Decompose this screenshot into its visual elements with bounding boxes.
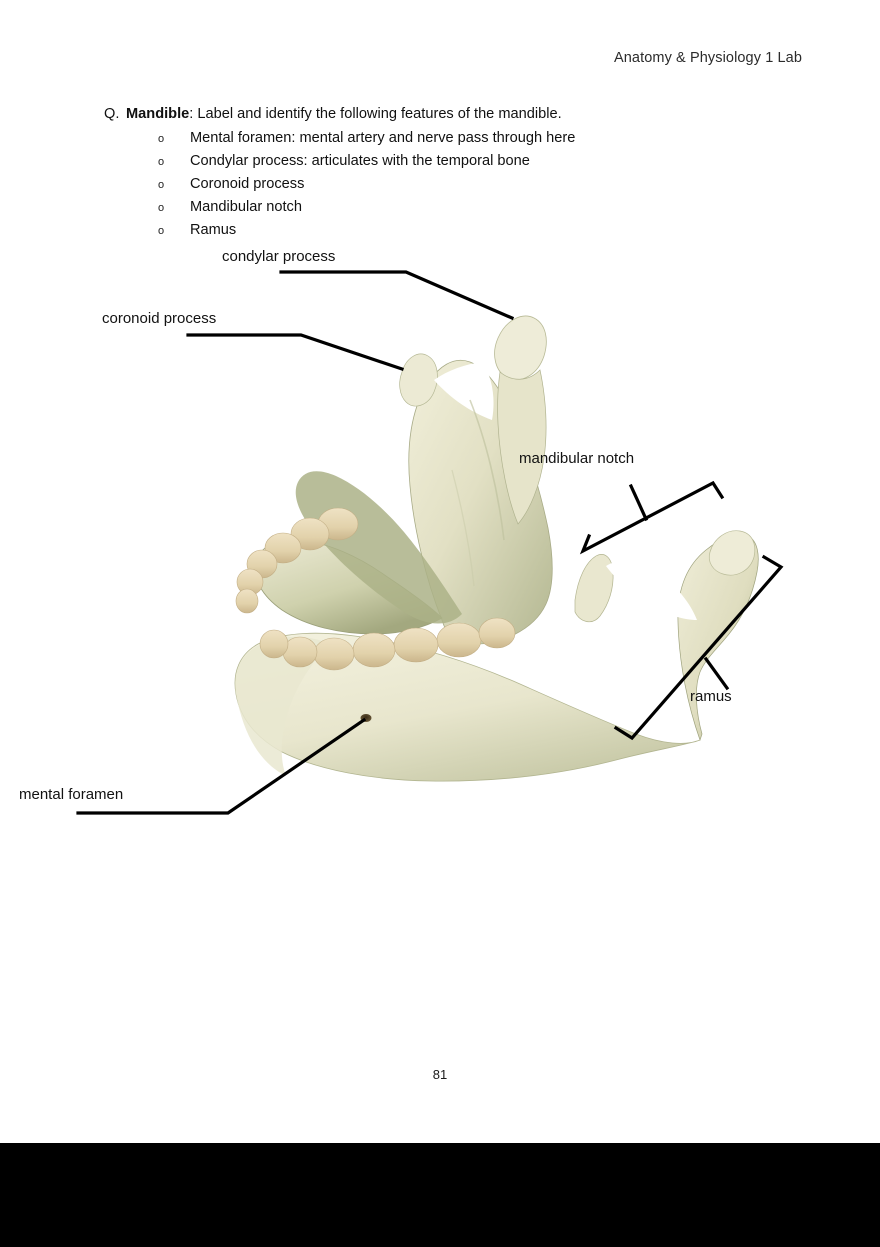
list-item-label: Mandibular notch — [190, 198, 302, 215]
question-block: Q. Mandible: Label and identify the foll… — [104, 104, 744, 242]
page-header: Anatomy & Physiology 1 Lab — [614, 50, 802, 66]
ramus-surface-line — [451, 469, 475, 587]
page-number: 81 — [432, 1067, 448, 1082]
leader-ramus-stem — [703, 656, 730, 691]
mandible-figure: condylar process coronoid process mandib… — [19, 248, 784, 815]
list-item-label: Condylar process: articulates with the t… — [190, 152, 530, 169]
bullet-circle-icon: o — [158, 155, 165, 168]
mandible-illustration — [76, 270, 784, 815]
bullet-circle-icon: o — [158, 201, 165, 214]
question-stem: Q. Mandible: Label and identify the foll… — [104, 104, 744, 126]
feature-list: o Mental foramen: mental artery and nerv… — [104, 127, 744, 242]
list-item-label: Mental foramen: mental artery and nerve … — [190, 129, 576, 146]
right-condyle-head — [708, 530, 756, 576]
list-item: o Ramus — [104, 219, 744, 242]
leader-mental-foramen — [76, 717, 367, 815]
question-marker: Q. — [104, 106, 120, 122]
bullet-circle-icon: o — [158, 178, 165, 191]
left-coronoid-process — [399, 353, 438, 407]
mental-protuberance — [235, 636, 330, 776]
right-coronoid-process — [574, 554, 614, 623]
left-condyle-head — [494, 315, 547, 381]
question-text: Mandible: Label and identify the followi… — [126, 104, 562, 126]
list-item: o Condylar process: articulates with the… — [104, 150, 744, 173]
bullet-circle-icon: o — [158, 224, 165, 237]
lower-tooth-row — [259, 617, 516, 671]
leader-lines — [76, 270, 784, 815]
right-mandible-body — [234, 632, 701, 782]
leader-mandibular-notch-stem — [628, 483, 649, 522]
list-item-label: Ramus — [190, 221, 237, 238]
bullet-circle-icon: o — [158, 132, 165, 145]
ramus-surface-line — [469, 399, 505, 541]
left-condyle-neck — [497, 369, 547, 525]
question-prompt: : Label and identify the following featu… — [189, 106, 562, 122]
left-mandibular-notch — [434, 362, 494, 420]
label-coronoid-process: coronoid process — [102, 310, 217, 327]
leader-ramus-bracket — [613, 554, 784, 741]
list-item: o Coronoid process — [104, 173, 744, 196]
label-condylar-process: condylar process — [222, 248, 336, 265]
bottom-black-band — [0, 1143, 880, 1247]
list-item: o Mental foramen: mental artery and nerv… — [104, 127, 744, 150]
leader-mandibular-notch-bracket — [579, 480, 725, 555]
mandible-bone — [234, 315, 759, 782]
list-item-label: Coronoid process — [190, 175, 305, 192]
label-mandibular-notch: mandibular notch — [519, 450, 635, 467]
label-mental-foramen: mental foramen — [19, 786, 124, 803]
leader-coronoid-process — [186, 333, 405, 372]
leader-condylar-process — [279, 270, 515, 321]
upper-tooth-row — [235, 507, 359, 614]
question-term: Mandible — [126, 106, 190, 122]
label-ramus: ramus — [690, 688, 732, 705]
mandibular-notch-region — [606, 560, 697, 620]
list-item: o Mandibular notch — [104, 196, 744, 219]
